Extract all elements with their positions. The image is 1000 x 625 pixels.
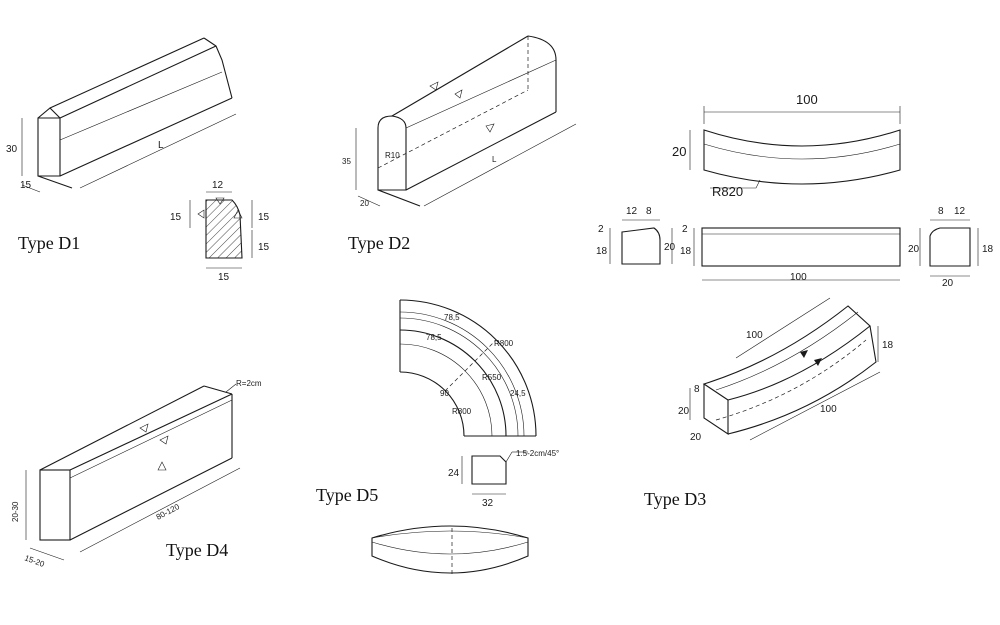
type-d2-caption: Type D2	[348, 233, 410, 253]
d1-section-left: 15	[170, 212, 182, 223]
d3-end-left-top-b: 8	[646, 206, 652, 217]
d5-arc-label-7: R800	[452, 407, 472, 416]
type-d3-caption: Type D3	[644, 489, 706, 509]
type-d3-end-left	[609, 219, 673, 265]
d3-end-left-top-a: 12	[626, 206, 638, 217]
d3-end-left-right: 20	[664, 242, 676, 253]
d4-length-label: 80-120	[155, 502, 182, 522]
type-d5-caption: Type D5	[316, 485, 378, 505]
d1-length-label: L	[158, 140, 164, 151]
d2-height-label: 35	[342, 157, 351, 166]
d3-end-right-bottom: 20	[942, 278, 954, 289]
d5-arc-label-1: 78,5	[444, 313, 460, 322]
d1-section-top: 12	[212, 180, 224, 191]
d3-end-right-top-a: 8	[938, 206, 944, 217]
d3-elevation-length: 100	[790, 272, 807, 283]
type-d3-elevation	[693, 227, 901, 281]
d5-arc-label-4: R550	[482, 373, 502, 382]
type-d3-isometric	[689, 297, 881, 441]
type-d3-end-right	[919, 219, 979, 277]
d1-section-right-upper: 15	[258, 212, 270, 223]
d1-width-label: 15	[20, 180, 32, 191]
d3-iso-top-small: 8	[694, 384, 700, 395]
type-d1-caption: Type D1	[18, 233, 80, 253]
d5-section-chamfer: 1.5-2cm/45°	[516, 449, 559, 458]
d3-iso-side-right: 18	[882, 340, 894, 351]
d5-section-height: 24	[448, 468, 460, 479]
d3-iso-bottom-length: 100	[820, 404, 837, 415]
type-d4-caption: Type D4	[166, 540, 228, 560]
type-d5-isometric	[371, 525, 529, 576]
d3-end-right-left: 20	[908, 244, 920, 255]
type-d1-section	[189, 191, 253, 269]
d5-arc-label-6: 90	[440, 389, 449, 398]
d3-end-right-right: 18	[982, 244, 994, 255]
d3-end-right-top-b: 12	[954, 206, 966, 217]
d2-length-label: L	[492, 155, 497, 164]
type-d5-section	[461, 451, 528, 495]
type-d3-plan	[689, 106, 901, 189]
d4-radius-label: R=2cm	[236, 379, 262, 388]
d3-end-left-left-a: 2	[598, 224, 604, 235]
d2-radius-label: R10	[385, 151, 400, 160]
d5-arc-label-5: 24,5	[510, 389, 526, 398]
d1-section-bottom: 15	[218, 272, 230, 283]
type-d5-plan	[399, 299, 537, 437]
type-d4-isometric	[25, 383, 241, 561]
type-d2-isometric	[355, 35, 577, 207]
d3-plan-height: 20	[672, 144, 686, 159]
d1-height-label: 30	[6, 144, 18, 155]
d3-iso-height: 20	[678, 406, 690, 417]
d3-elevation-left-a: 2	[682, 224, 688, 235]
d4-height-label: 20-30	[11, 501, 20, 522]
d1-section-right-lower: 15	[258, 242, 270, 253]
d5-arc-label-2: 78,5	[426, 333, 442, 342]
d3-plan-radius: R820	[712, 184, 743, 199]
d2-width-label: 20	[360, 199, 369, 208]
d5-section-width: 32	[482, 498, 494, 509]
d3-iso-width: 20	[690, 432, 702, 443]
d5-arc-label-3: R800	[494, 339, 514, 348]
d4-width-label: 15-20	[23, 553, 46, 569]
type-d1-isometric	[21, 37, 237, 193]
d3-end-left-left-b: 18	[596, 246, 608, 257]
d3-elevation-left-b: 18	[680, 246, 692, 257]
d3-iso-top-length: 100	[746, 330, 763, 341]
d3-plan-length: 100	[796, 92, 818, 107]
